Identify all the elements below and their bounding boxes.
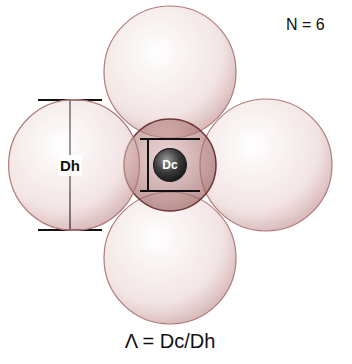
host-sphere: [104, 6, 236, 138]
host-sphere: [200, 99, 332, 231]
dimension-label: Dh: [58, 155, 82, 176]
sphere-outline: [9, 100, 140, 231]
ratio-formula: Λ = Dc/Dh: [125, 330, 216, 353]
host-sphere: [104, 192, 236, 324]
coordination-number: N = 6: [286, 16, 325, 34]
left-host-sphere: Dh: [8, 99, 140, 231]
cation-label: Dc: [162, 158, 177, 172]
sphere-outline: [154, 149, 187, 182]
cation-sphere: Dc: [153, 148, 187, 182]
